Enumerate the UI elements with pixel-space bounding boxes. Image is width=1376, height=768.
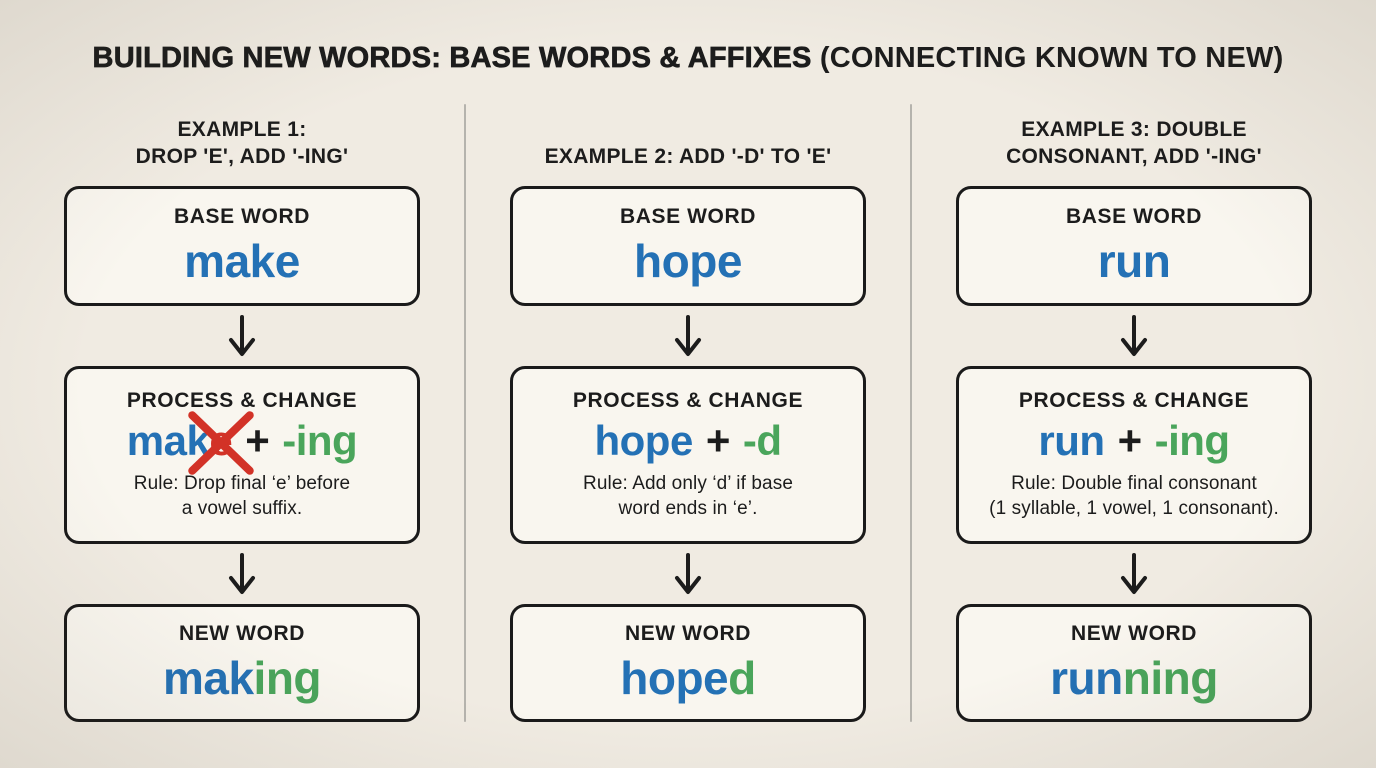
down-arrow-icon <box>675 553 701 594</box>
suffix: -ing <box>1154 417 1230 464</box>
process-equation: run +-ing <box>1038 417 1230 465</box>
plus-operator: + <box>1117 417 1143 464</box>
rule-text: Rule: Drop final ‘e’ before a vowel suff… <box>133 473 351 519</box>
base-word: run <box>1097 235 1171 287</box>
rule-text: Rule: Add only ‘d’ if base word ends in … <box>583 473 793 519</box>
base-word-box-3: BASE WORD run <box>956 186 1312 306</box>
new-word: hoped <box>620 652 756 704</box>
down-arrow-icon <box>229 553 255 594</box>
base-word-label: BASE WORD <box>619 205 757 228</box>
kept-letters: run <box>1038 417 1105 464</box>
example-1-title: EXAMPLE 1: DROP 'E', ADD '-ING' <box>64 104 420 170</box>
base-word: hope <box>634 235 742 287</box>
process-equation: hope +-d <box>594 417 782 465</box>
example-2-title-line2: EXAMPLE 2: ADD '-D' TO 'E' <box>544 145 832 168</box>
column-divider <box>910 104 912 722</box>
new-word: running <box>1050 652 1218 704</box>
page-title-main: BUILDING NEW WORDS: BASE WORDS & AFFIXES <box>92 42 812 75</box>
examples-board: EXAMPLE 1: DROP 'E', ADD '-ING' BASE WOR… <box>0 104 1376 722</box>
base-word: make <box>184 235 300 287</box>
rule-text: Rule: Double final consonant (1 syllable… <box>989 473 1279 519</box>
new-word-box-3: NEW WORD running <box>956 604 1312 722</box>
suffix: -d <box>742 417 782 464</box>
new-word-label: NEW WORD <box>624 622 752 645</box>
example-column-2: EXAMPLE 2: ADD '-D' TO 'E' BASE WORD hop… <box>510 104 866 722</box>
new-word-label: NEW WORD <box>178 622 306 645</box>
arrow-zone <box>956 306 1312 366</box>
process-label: PROCESS & CHANGE <box>572 389 804 412</box>
page-title-paren: (CONNECTING KNOWN TO NEW) <box>811 42 1284 74</box>
plus-operator: + <box>245 417 270 464</box>
process-label: PROCESS & CHANGE <box>1018 389 1250 412</box>
new-word-box-2: NEW WORD hoped <box>510 604 866 722</box>
base-word-label: BASE WORD <box>1065 205 1203 228</box>
down-arrow-icon <box>675 315 701 356</box>
new-word-box-1: NEW WORD making <box>64 604 420 722</box>
suffix: -ing <box>282 417 358 464</box>
process-box-2: PROCESS & CHANGE hope +-d Rule: Add only … <box>510 366 866 544</box>
base-word-label: BASE WORD <box>173 205 311 228</box>
example-column-3: EXAMPLE 3: DOUBLE CONSONANT, ADD '-ING' … <box>956 104 1312 722</box>
plus-operator: + <box>705 417 731 464</box>
page-title: BUILDING NEW WORDS: BASE WORDS & AFFIXES… <box>0 0 1376 76</box>
new-word-label: NEW WORD <box>1070 622 1198 645</box>
down-arrow-icon <box>1121 315 1147 356</box>
kept-letters: hope <box>594 417 693 464</box>
dropped-letter: e <box>209 417 233 464</box>
new-word: making <box>162 652 322 704</box>
process-box-3: PROCESS & CHANGE run +-ing Rule: Double f… <box>956 366 1312 544</box>
example-column-1: EXAMPLE 1: DROP 'E', ADD '-ING' BASE WOR… <box>64 104 420 722</box>
example-1-title-line2: DROP 'E', ADD '-ING' <box>135 145 349 168</box>
column-divider <box>464 104 466 722</box>
arrow-zone <box>64 544 420 604</box>
down-arrow-icon <box>1121 553 1147 594</box>
arrow-zone <box>510 306 866 366</box>
arrow-zone <box>956 544 1312 604</box>
base-word-box-2: BASE WORD hope <box>510 186 866 306</box>
arrow-zone <box>64 306 420 366</box>
example-3-title-line2: CONSONANT, ADD '-ING' <box>1006 145 1262 168</box>
example-2-title: EXAMPLE 2: ADD '-D' TO 'E' <box>510 104 866 170</box>
process-label: PROCESS & CHANGE <box>126 389 358 412</box>
kept-letters: mak <box>126 417 210 464</box>
example-1-title-line1: EXAMPLE 1: <box>177 118 307 141</box>
example-3-title-line1: EXAMPLE 3: DOUBLE <box>1021 118 1247 141</box>
base-word-box-1: BASE WORD make <box>64 186 420 306</box>
arrow-zone <box>510 544 866 604</box>
example-3-title: EXAMPLE 3: DOUBLE CONSONANT, ADD '-ING' <box>956 104 1312 170</box>
down-arrow-icon <box>229 315 255 356</box>
